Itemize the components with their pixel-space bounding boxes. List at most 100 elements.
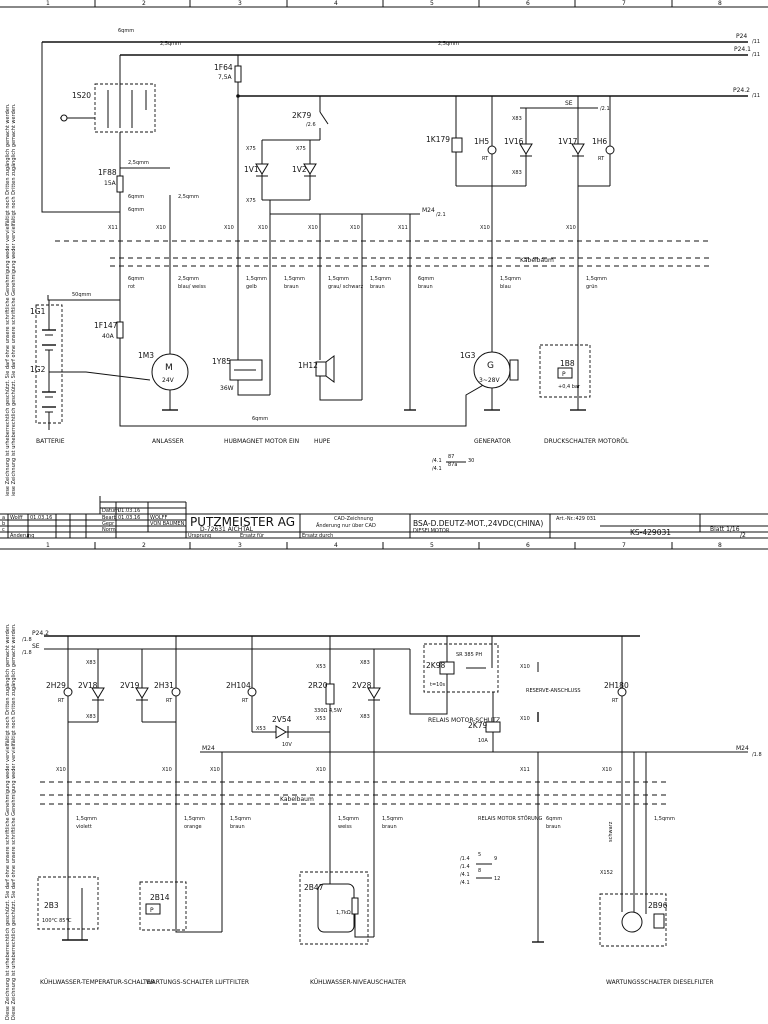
cable-color: braun <box>546 824 561 830</box>
terminal-x53: X53 <box>316 664 326 670</box>
label-2h31: 2H31 <box>154 681 174 690</box>
drawing-subtitle: DIESELMOTOR <box>413 528 450 534</box>
value-1f88: 15A <box>104 180 117 187</box>
sheet-next: /2 <box>740 532 746 539</box>
caption-relay-stoerung: RELAIS MOTOR STÖRUNG <box>478 815 543 822</box>
label-2b3: 2B3 <box>44 901 59 910</box>
col-label: 3 <box>238 542 242 549</box>
rail-se-label: SE <box>32 643 40 650</box>
document-number: KS-429031 <box>630 528 671 537</box>
col-label: 7 <box>622 0 626 7</box>
cable-color: grau/ schwarz <box>328 284 363 290</box>
label-1f88: 1F88 <box>98 168 117 177</box>
cable-size: 1,5qmm <box>328 276 349 282</box>
terminal-x83: X83 <box>86 714 96 720</box>
tb-date: 01.03.16 <box>118 515 140 521</box>
label-1h6: 1H6 <box>592 137 607 146</box>
cable-loom-label: Kabelbaum <box>520 257 554 264</box>
note-2k98: SR 385 PH <box>456 652 482 658</box>
terminal-x10: X10 <box>56 767 66 773</box>
label-2v19: 2V19 <box>120 681 140 690</box>
col-label: 4 <box>334 542 338 549</box>
terminal-x11: X11 <box>520 767 530 773</box>
label-2v54: 2V54 <box>272 715 292 724</box>
wire-loop <box>41 42 120 213</box>
tb-name: VON BÄUMEN <box>150 520 185 527</box>
caption-starter: ANLASSER <box>152 438 184 445</box>
label-1v1: 1V1 <box>244 165 259 174</box>
label-1b8: 1B8 <box>560 359 575 368</box>
caption-diesel-filter-switch: WARTUNGSSCHALTER DIESELFILTER <box>606 979 714 986</box>
cable-size: 1,5qmm <box>184 816 205 822</box>
rail-ref: /2.1 <box>436 212 446 218</box>
cable-size: 1,5qmm <box>500 276 521 282</box>
ref: 9 <box>494 856 497 862</box>
terminal-x10: X10 <box>316 767 326 773</box>
value-2b47: 1,7kΩ <box>336 910 351 916</box>
pressure-symbol: P <box>562 371 566 378</box>
terminal-x10: X10 <box>308 225 318 231</box>
label-2h180: 2H180 <box>604 681 629 690</box>
indicator-group-left: 2H29 RT 2V18 X83 X83 2V19 2H31 RT <box>46 636 181 772</box>
schematic-sheet-1: 1 2 3 4 5 6 7 8 P24 /11 P24.1 /11 P24.2 … <box>0 0 768 512</box>
terminal-x152: X152 <box>600 870 613 876</box>
tb-replaced-by: Ersatz durch <box>302 533 333 539</box>
cable-color: braun <box>382 824 397 830</box>
terminal-x10: X10 <box>480 225 490 231</box>
cable-size: 1,5qmm <box>338 816 359 822</box>
col-label: 8 <box>718 542 722 549</box>
col-label: 1 <box>46 542 50 549</box>
reserve-connection: X10 RESERVE-ANSCHLUSS X10 <box>520 662 581 722</box>
tb-replaces: Ersatz für <box>240 533 265 539</box>
tb-rev-date: 01.03.16 <box>30 515 52 521</box>
cable-color: schwarz <box>608 821 614 842</box>
cable-size: 1,5qmm <box>76 816 97 822</box>
terminal-x10: X10 <box>162 767 172 773</box>
wire-size: 6qmm <box>118 28 134 34</box>
copyright-text-2: Diese Zeichnung ist urheberrechtlich ges… <box>11 103 17 500</box>
motor-voltage: 24V <box>162 377 175 384</box>
lamp-color: RT <box>166 698 173 704</box>
rail-p24-2-label: P24.2 <box>32 630 49 637</box>
terminal-x11: X11 <box>398 225 408 231</box>
tb-date: 01.03.16 <box>118 508 140 514</box>
col-label: 3 <box>238 0 242 7</box>
caption-coolant-temp-switch: KÜHLWASSER-TEMPERATUR-SCHALTER <box>40 979 155 986</box>
cable-loom-label: Kabelbaum <box>280 796 314 803</box>
lift-magnet-1y85: 1Y85 36W HUBMAGNET MOTOR EIN <box>212 357 299 445</box>
terminal-x53: X53 <box>316 716 326 722</box>
caption-battery: BATTERIE <box>36 438 65 445</box>
label-2h29: 2H29 <box>46 681 66 690</box>
copyright-text-1: Diese Zeichnung ist urheberrechtlich ges… <box>5 103 11 500</box>
col-label: 5 <box>430 0 434 7</box>
value-1f147: 40A <box>102 333 115 340</box>
label-2v18: 2V18 <box>78 681 98 690</box>
terminal-x10: X10 <box>520 664 530 670</box>
wire-size: 2,5qmm <box>160 41 181 47</box>
terminal-x10: X10 <box>566 225 576 231</box>
col-label: 8 <box>718 0 722 7</box>
rail-ref: /1.8 <box>752 752 762 758</box>
copyright-text-4: Diese Zeichnung ist urheberrechtlich ges… <box>11 623 17 1020</box>
label-2k98: 2K98 <box>426 661 445 670</box>
lamp-color: RT <box>598 156 605 162</box>
ignition-switch-1s20: 1S20 <box>60 55 156 168</box>
col-label: 5 <box>430 542 434 549</box>
power-rails-2: P24.2 /1.8 SE /1.8 M24 M24 /1.8 <box>22 630 762 758</box>
label-1y85: 1Y85 <box>212 357 231 366</box>
cad-label: CAD-Zeichnung <box>334 516 373 522</box>
company-name: PUTZMEISTER AG <box>190 515 295 529</box>
rail-ref: /2.1 <box>600 106 610 112</box>
rail-ref: /11 <box>752 39 760 45</box>
caption-lift-magnet: HUBMAGNET MOTOR EIN <box>224 438 299 445</box>
lamp-color: RT <box>612 698 619 704</box>
value-1b8: +0,4 bar <box>558 384 581 390</box>
rail-p24-2-label: P24.2 <box>733 87 750 94</box>
label-1s20: 1S20 <box>72 91 91 100</box>
tb-row: Gepr <box>102 521 115 527</box>
diesel-filter-switch-2b96: X152 2B96 WARTUNGSSCHALTER DIESELFILTER <box>599 862 714 986</box>
sheet-number: Blatt 1/16 <box>710 526 740 533</box>
rail-m24-label: M24 <box>202 745 215 752</box>
column-ruler-sheet-2: 1 2 3 4 5 6 7 8 <box>0 542 768 550</box>
label-1m3: 1M3 <box>138 351 154 360</box>
